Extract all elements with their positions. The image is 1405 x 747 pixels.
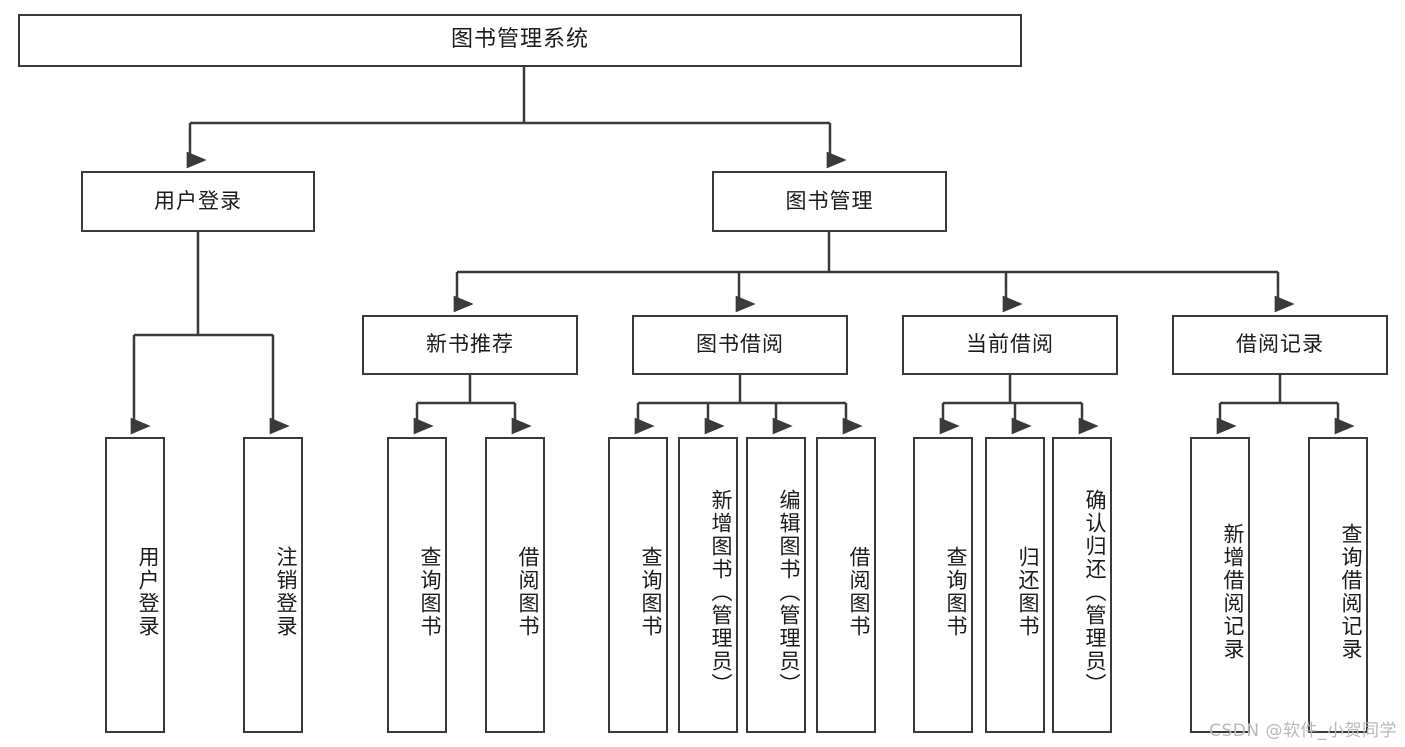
node-leaf-query-book-2[interactable]: 查询图书: [608, 437, 668, 733]
node-label: 注销登录: [274, 546, 298, 638]
node-label: 查询图书: [639, 546, 663, 638]
node-label: 借阅图书: [847, 546, 871, 638]
node-label: 借阅记录: [1236, 332, 1324, 357]
node-user-login[interactable]: 用户登录: [81, 171, 315, 232]
node-label: 查询借阅记录: [1339, 523, 1363, 661]
node-leaf-add-record[interactable]: 新增借阅记录: [1190, 437, 1250, 733]
node-book-manage[interactable]: 图书管理: [712, 171, 947, 232]
node-label: 新增图书（管理员）: [709, 488, 733, 696]
node-root-root[interactable]: 图书管理系统: [18, 14, 1022, 67]
node-leaf-query-book-1[interactable]: 查询图书: [387, 437, 447, 733]
node-leaf-query-book-3[interactable]: 查询图书: [913, 437, 973, 733]
node-label: 编辑图书（管理员）: [777, 488, 801, 696]
node-leaf-user-logout[interactable]: 注销登录: [243, 437, 303, 733]
node-leaf-query-record[interactable]: 查询借阅记录: [1308, 437, 1368, 733]
node-leaf-add-book[interactable]: 新增图书（管理员）: [678, 437, 738, 733]
node-label: 图书管理: [785, 188, 874, 213]
node-label: 图书管理系统: [450, 27, 589, 53]
node-label: 用户登录: [136, 546, 160, 638]
node-label: 查询图书: [418, 546, 442, 638]
node-leaf-user-login[interactable]: 用户登录: [105, 437, 165, 733]
node-leaf-return-book[interactable]: 归还图书: [985, 437, 1045, 733]
node-label: 新书推荐: [426, 332, 514, 357]
csdn-watermark: CSDN @软件_小贺同学: [1209, 721, 1397, 741]
node-label: 确认归还（管理员）: [1083, 488, 1107, 696]
node-label: 归还图书: [1016, 546, 1040, 638]
node-leaf-confirm-return[interactable]: 确认归还（管理员）: [1052, 437, 1112, 733]
node-label: 查询图书: [944, 546, 968, 638]
node-new-book-recommend[interactable]: 新书推荐: [362, 315, 578, 375]
node-label: 图书借阅: [696, 332, 784, 357]
node-label: 借阅图书: [516, 546, 540, 638]
node-label: 新增借阅记录: [1221, 523, 1245, 661]
node-leaf-edit-book[interactable]: 编辑图书（管理员）: [746, 437, 806, 733]
node-label: 用户登录: [154, 188, 242, 213]
node-leaf-borrow-book-2[interactable]: 借阅图书: [816, 437, 876, 733]
node-label: 当前借阅: [966, 332, 1054, 357]
node-current-borrow[interactable]: 当前借阅: [902, 315, 1118, 375]
node-leaf-borrow-book-1[interactable]: 借阅图书: [485, 437, 545, 733]
node-borrow-record[interactable]: 借阅记录: [1172, 315, 1388, 375]
node-book-borrow[interactable]: 图书借阅: [632, 315, 848, 375]
